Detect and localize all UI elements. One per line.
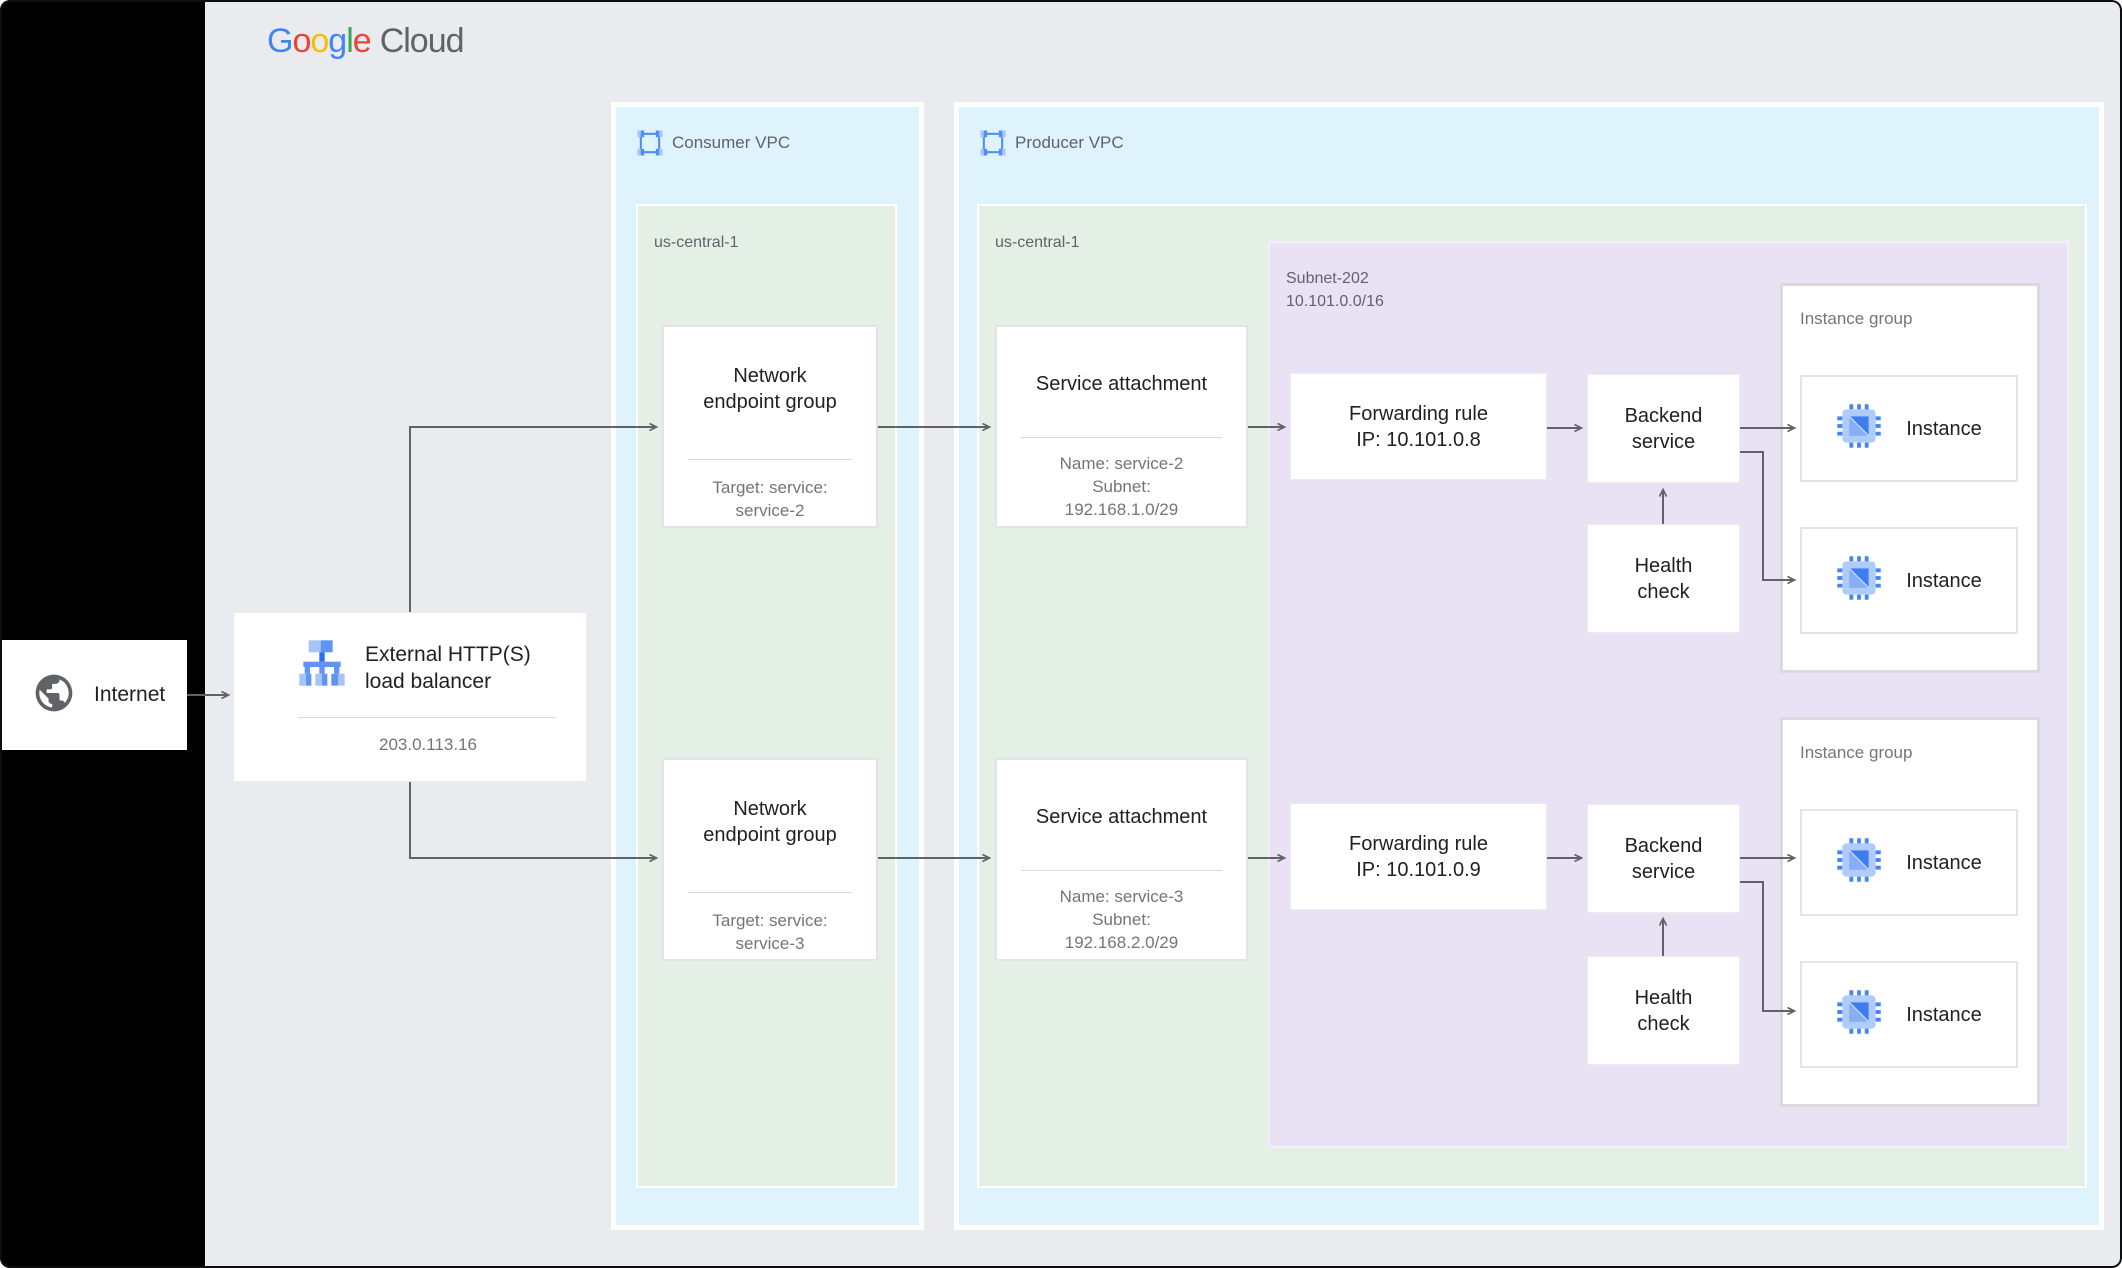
sa-2-subnet: Subnet: 192.168.2.0/29 (1064, 909, 1179, 952)
forwarding-rule-2: Forwarding rule IP: 10.101.0.9 (1290, 803, 1547, 910)
fr-2-title: Forwarding rule (1349, 832, 1488, 855)
subnet-cidr: 10.101.0.0/16 (1286, 293, 1384, 311)
left-black-strip (0, 0, 205, 1268)
neg-2-divider (688, 892, 852, 893)
subnet-202-container: Subnet-202 10.101.0.0/16 Forwarding rule… (1268, 241, 2069, 1148)
instance-3: Instance (1800, 809, 2018, 916)
load-balancer-divider (298, 717, 556, 718)
forwarding-rule-1: Forwarding rule IP: 10.101.0.8 (1290, 373, 1547, 480)
sa-2-name: Name: service-3 (1059, 887, 1184, 906)
logo-letter: g (328, 22, 347, 60)
subnet-name: Subnet-202 (1286, 270, 1369, 287)
neg-2-detail: Target: service: service-3 (712, 911, 828, 953)
instance-group-1-label: Instance group (1800, 309, 1913, 328)
instance-group-2-label: Instance group (1800, 743, 1913, 762)
fr-1-title: Forwarding rule (1349, 402, 1488, 425)
network-endpoint-group-2: Network endpoint group Target: service: … (662, 758, 878, 961)
globe-icon (32, 671, 76, 720)
bs-1-label: Backend service (1624, 404, 1703, 453)
compute-instance-icon (1836, 555, 1882, 606)
hc-2-label: Health check (1634, 986, 1693, 1035)
backend-service-2: Backend service (1587, 804, 1740, 913)
producer-region: us-central-1 Service attachment Name: se… (977, 204, 2087, 1188)
internet-label: Internet (94, 683, 166, 707)
sa-1-divider (1021, 437, 1222, 438)
sa-2-divider (1021, 870, 1222, 871)
load-balancer-title: External HTTP(S) load balancer (365, 643, 531, 694)
producer-vpc-label: Producer VPC (1015, 133, 1124, 152)
compute-instance-icon (1836, 403, 1882, 454)
sa-1-subnet: Subnet: 192.168.1.0/29 (1064, 476, 1179, 519)
fr-2-ip: IP: 10.101.0.9 (1356, 858, 1481, 881)
network-endpoint-group-1: Network endpoint group Target: service: … (662, 325, 878, 528)
load-balancer-ip: 203.0.113.16 (379, 735, 477, 754)
health-check-2: Health check (1587, 956, 1740, 1065)
neg-1-divider (688, 459, 852, 460)
compute-instance-icon (1836, 837, 1882, 888)
instance-group-1: Instance group (1780, 283, 2040, 673)
logo-letter: l (346, 22, 354, 60)
neg-1-detail: Target: service: service-2 (712, 478, 828, 520)
compute-instance-icon (1836, 989, 1882, 1040)
backend-service-1: Backend service (1587, 374, 1740, 483)
neg-1-title: Network endpoint group (703, 365, 837, 413)
sa-1-name: Name: service-2 (1059, 454, 1184, 473)
producer-vpc-container: Producer VPC us-central-1 Service attach… (954, 102, 2104, 1230)
health-check-1: Health check (1587, 524, 1740, 633)
bs-2-label: Backend service (1624, 834, 1703, 883)
instance-1: Instance (1800, 375, 2018, 482)
sa-1-title: Service attachment (1035, 373, 1208, 395)
vpc-network-icon (978, 128, 1008, 158)
producer-region-label: us-central-1 (995, 234, 1080, 251)
instance-group-2: Instance group (1780, 717, 2040, 1107)
logo-cloud-text: Cloud (379, 22, 465, 60)
sa-2-title: Service attachment (1035, 806, 1208, 828)
instance-3-label: Instance (1906, 851, 1982, 874)
instance-4: Instance (1800, 961, 2018, 1068)
logo-letter: G (267, 22, 293, 60)
hc-1-label: Health check (1634, 554, 1693, 603)
neg-2-title: Network endpoint group (703, 798, 837, 846)
fr-1-ip: IP: 10.101.0.8 (1356, 428, 1481, 451)
vpc-network-icon (635, 128, 665, 158)
instance-4-label: Instance (1906, 1003, 1982, 1026)
load-balancer-icon (298, 639, 346, 687)
logo-letter: o (292, 22, 311, 60)
consumer-region: us-central-1 Network endpoint group Targ… (636, 204, 897, 1188)
external-load-balancer-node: External HTTP(S) load balancer 203.0.113… (233, 612, 587, 782)
instance-2: Instance (1800, 527, 2018, 634)
consumer-region-label: us-central-1 (654, 234, 739, 251)
instance-2-label: Instance (1906, 569, 1982, 592)
consumer-vpc-container: Consumer VPC us-central-1 Network endpoi… (611, 102, 924, 1230)
instance-1-label: Instance (1906, 417, 1982, 440)
internet-node: Internet (0, 640, 187, 750)
logo-letter: e (352, 22, 372, 60)
consumer-vpc-label: Consumer VPC (672, 133, 791, 152)
subnet-label: Subnet-202 10.101.0.0/16 (1286, 267, 1384, 313)
logo-letter: o (310, 22, 329, 60)
